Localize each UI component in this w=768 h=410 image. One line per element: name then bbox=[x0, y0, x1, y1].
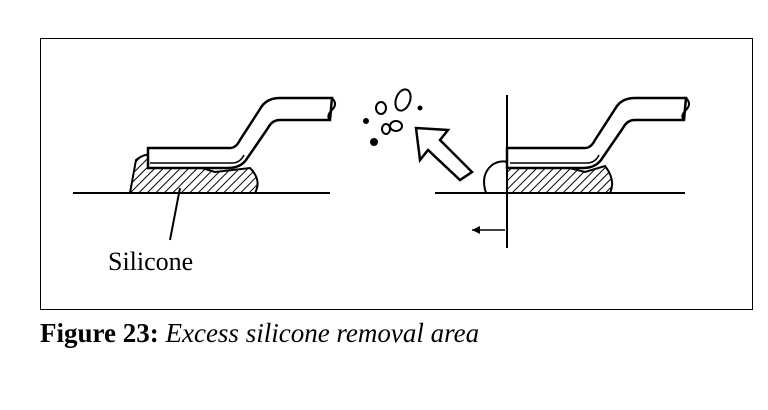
right-assembly bbox=[435, 95, 690, 248]
right-excess-silicone bbox=[483, 160, 508, 194]
silicone-leader-line bbox=[169, 187, 181, 241]
dimension-arrowhead bbox=[472, 226, 480, 234]
arrow-icon bbox=[414, 126, 474, 182]
right-lead-inner-edge bbox=[510, 154, 600, 164]
figure-caption: Figure 23: Excess silicone removal area bbox=[40, 318, 479, 349]
right-lead-break bbox=[681, 97, 690, 121]
caption-text: Excess silicone removal area bbox=[165, 318, 480, 348]
left-assembly bbox=[73, 96, 336, 241]
left-fiber-lead bbox=[146, 96, 334, 170]
left-lead-break bbox=[327, 97, 336, 121]
silicone-label: Silicone bbox=[108, 247, 194, 276]
left-lead-inner-edge bbox=[150, 154, 245, 164]
right-fiber-lead bbox=[505, 96, 688, 170]
caption-number: Figure 23: bbox=[40, 318, 159, 348]
silicone-debris-icon bbox=[363, 88, 423, 146]
figure-frame bbox=[40, 38, 753, 310]
